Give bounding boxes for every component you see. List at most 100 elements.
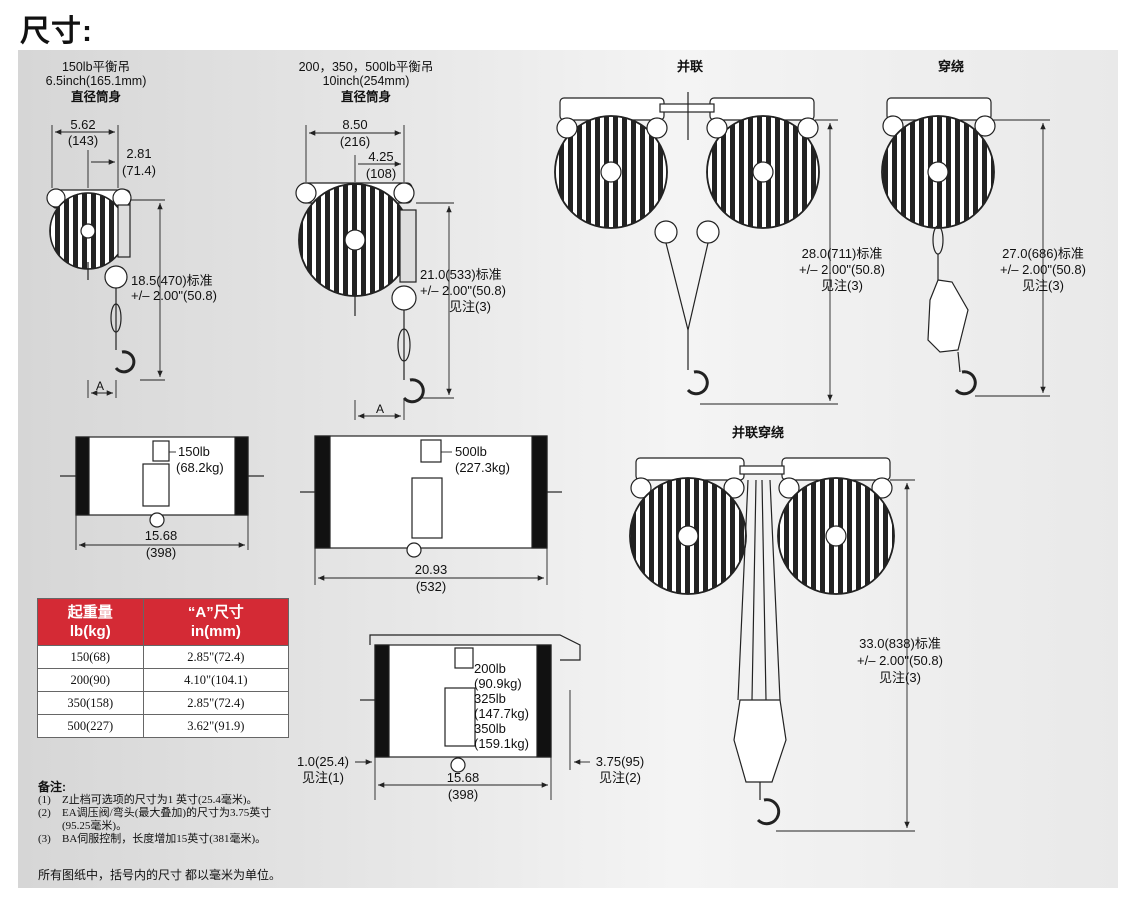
hoist-parallel	[554, 92, 820, 396]
dim-150-tol: +/– 2.00"(50.8)	[131, 288, 217, 303]
side-150-width: 15.68	[145, 528, 178, 543]
notes-title: 备注:	[38, 780, 66, 794]
dim-500-a: A	[376, 402, 384, 416]
table-row: 200(90)4.10"(104.1)	[37, 668, 290, 692]
side-mid-c2kg: (147.7kg)	[474, 706, 529, 721]
dims-150	[51, 125, 165, 398]
dims-500	[305, 125, 454, 420]
dim-150-w1: 5.62	[70, 117, 95, 132]
dim-500-w2mm: (108)	[366, 166, 396, 181]
note-number: (3)	[38, 833, 51, 845]
table-cell: 4.10"(104.1)	[142, 668, 290, 692]
reeved-title: 穿绕	[938, 59, 964, 74]
dim-500-tol: +/– 2.00"(50.8)	[420, 283, 506, 298]
dim-500-w1mm: (216)	[340, 134, 370, 149]
table-row: 350(158)2.85"(72.4)	[37, 691, 290, 715]
hoist-reeved	[881, 97, 996, 396]
dim-150-w2mm: (71.4)	[122, 163, 156, 178]
parallel-reeved-note: 见注(3)	[879, 670, 921, 685]
dims-parallel-reeved	[776, 479, 915, 832]
parallel-title: 并联	[677, 59, 703, 74]
label-500-h1: 200，350，500lb平衡吊	[299, 60, 434, 74]
note-text: Z止档可选项的尺寸为1 英寸(25.4毫米)。	[62, 794, 258, 806]
reeved-note: 见注(3)	[1022, 278, 1064, 293]
parallel-tol: +/– 2.00"(50.8)	[799, 262, 885, 277]
side-mid-c3: 350lb	[474, 721, 506, 736]
side-view-150	[60, 436, 264, 528]
dims-side-mid	[355, 690, 590, 800]
dims-side-150	[75, 451, 249, 550]
note-number	[38, 820, 62, 833]
note-text: EA调压阀/弯头(最大叠加)的尺寸为3.75英寸	[62, 807, 272, 819]
side-mid-c1kg: (90.9kg)	[474, 676, 522, 691]
dims-reeved	[975, 119, 1050, 397]
note-item: (1) Z止档可选项的尺寸为1 英寸(25.4毫米)。	[38, 794, 271, 807]
parallel-note: 见注(3)	[821, 278, 863, 293]
table-header-capacity-label: 起重量	[67, 604, 113, 621]
label-150-h3: 直径筒身	[71, 89, 122, 104]
side-mid-right-note: 见注(2)	[599, 770, 641, 785]
table-cell: 350(158)	[37, 691, 144, 715]
side-mid-c2: 325lb	[474, 691, 506, 706]
side-500-cap: 500lb	[455, 444, 487, 459]
parallel-reeved-title: 并联穿绕	[732, 425, 784, 440]
note-number: (2)	[38, 807, 51, 819]
dim-500-w2: 4.25	[368, 149, 393, 164]
dim-150-height: 18.5(470)标准	[131, 273, 213, 288]
side-500-widthmm: (532)	[416, 579, 446, 594]
table-cell: 2.85"(72.4)	[142, 691, 290, 715]
label-150-h2: 6.5inch(165.1mm)	[46, 74, 147, 88]
table-header-capacity-unit: lb(kg)	[69, 623, 111, 640]
table-cell: 200(90)	[37, 668, 144, 692]
note-number: (1)	[38, 794, 51, 806]
dim-500-w1: 8.50	[342, 117, 367, 132]
dim-500-note: 见注(3)	[449, 299, 491, 314]
parallel-reeved-tol: +/– 2.00"(50.8)	[857, 653, 943, 668]
note-text: (95.25毫米)。	[62, 820, 128, 832]
side-500-width: 20.93	[415, 562, 448, 577]
dim-150-w2: 2.81	[126, 146, 151, 161]
note-text: BA伺服控制，长度增加15英寸(381毫米)。	[62, 833, 267, 845]
table-header-a-label: “A”尺寸	[187, 604, 244, 621]
table-cell: 3.62"(91.9)	[142, 714, 290, 738]
table-cell: 150(68)	[37, 645, 144, 669]
note-item: (95.25毫米)。	[38, 820, 271, 833]
side-mid-c1: 200lb	[474, 661, 506, 676]
side-150-widthmm: (398)	[146, 545, 176, 560]
dims-parallel	[700, 119, 838, 405]
side-150-cap: 150lb	[178, 444, 210, 459]
side-mid-left-note: 见注(1)	[302, 770, 344, 785]
note-item: (3) BA伺服控制，长度增加15英寸(381毫米)。	[38, 833, 271, 846]
table-row: 150(68)2.85"(72.4)	[37, 645, 290, 669]
table-cell: 500(227)	[37, 714, 144, 738]
parallel-reeved-height: 33.0(838)标准	[859, 636, 941, 651]
dims-side-500	[314, 451, 548, 585]
notes: 备注: (1) Z止档可选项的尺寸为1 英寸(25.4毫米)。 (2) EA调压阀/…	[38, 781, 271, 846]
table-cell: 2.85"(72.4)	[142, 645, 290, 669]
table-header-a: “A”尺寸 in(mm)	[142, 598, 290, 646]
table-header-a-unit: in(mm)	[190, 623, 241, 640]
table-header-capacity: 起重量 lb(kg)	[37, 598, 144, 646]
dim-150-a: A	[96, 379, 104, 393]
hoist-150-front	[46, 188, 136, 374]
hoist-parallel-reeved	[629, 457, 895, 826]
hoist-500-front	[295, 182, 425, 404]
a-dimension-table: 起重量 lb(kg) “A”尺寸 in(mm) 150(68)2.85"(72.…	[37, 598, 290, 738]
side-view-500	[300, 435, 562, 558]
dim-150-w1mm: (143)	[68, 133, 98, 148]
side-mid-right: 3.75(95)	[596, 754, 644, 769]
side-500-capkg: (227.3kg)	[455, 460, 510, 475]
side-mid-left: 1.0(25.4)	[297, 754, 349, 769]
table-row: 500(227)3.62"(91.9)	[37, 714, 290, 738]
side-mid-widthmm: (398)	[448, 787, 478, 802]
label-500-h2: 10inch(254mm)	[323, 74, 410, 88]
side-150-capkg: (68.2kg)	[176, 460, 224, 475]
page-title: 尺寸:	[20, 15, 93, 48]
reeved-tol: +/– 2.00"(50.8)	[1000, 262, 1086, 277]
side-mid-c3kg: (159.1kg)	[474, 736, 529, 751]
side-mid-width: 15.68	[447, 770, 480, 785]
note-item: (2) EA调压阀/弯头(最大叠加)的尺寸为3.75英寸	[38, 807, 271, 820]
label-150-h1: 150lb平衡吊	[62, 60, 130, 74]
dim-500-height: 21.0(533)标准	[420, 267, 502, 282]
